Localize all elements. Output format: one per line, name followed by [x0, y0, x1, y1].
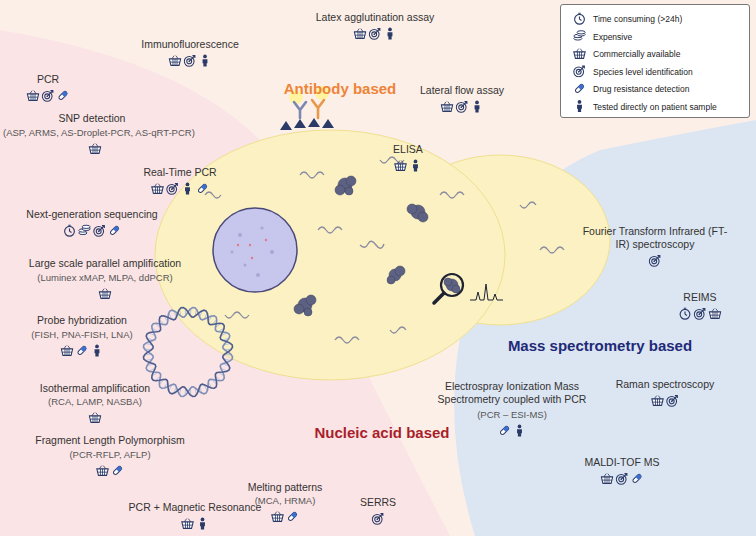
feature-icon [649, 256, 660, 267]
feature-icon [152, 184, 163, 194]
legend-text: Drug resistance detection [593, 84, 689, 94]
method-subtitle: (ASP, ARMS, AS-Droplet-PCR, AS-qRT-PCR) [3, 127, 195, 139]
method-name: Fragment Length Polymorphism [35, 434, 184, 447]
method-name: SERRS [360, 496, 396, 509]
feature-icon [456, 102, 467, 113]
feature-icon [167, 184, 178, 195]
method-subtitle: (PCR-RFLP, AFLP) [69, 449, 150, 461]
feature-icon [169, 56, 180, 66]
feature-icon [709, 309, 720, 319]
method-subtitle: (RCA, LAMP, NASBA) [48, 396, 142, 408]
feature-icon [79, 225, 90, 234]
feature-icon [77, 346, 87, 356]
legend-icon [574, 31, 585, 40]
method-subtitle: (PCR – ESI-MS) [477, 409, 547, 421]
method-name: PCR [37, 73, 59, 86]
feature-icon [413, 160, 418, 172]
feature-icon [94, 226, 105, 237]
method-name: Raman spectroscopy [616, 378, 715, 391]
method-subtitle: (Luminex xMAP, MLPA, ddPCR) [37, 272, 172, 284]
feature-icon [632, 474, 642, 484]
feature-icon [441, 102, 452, 112]
method-name: Next-generation sequencing [26, 208, 157, 221]
feature-icon [27, 91, 38, 101]
feature-icon [667, 396, 678, 407]
feature-icon [65, 225, 75, 236]
feature-icon [110, 226, 120, 236]
feature-icon [652, 396, 663, 406]
feature-icon [272, 512, 283, 522]
method-name: Electrospray Ionization Mass Spectrometr… [425, 380, 600, 406]
feature-icon [500, 426, 510, 436]
legend-text: Time consuming (>24h) [593, 14, 682, 24]
feature-icon [58, 91, 68, 101]
legend-text: Commercially available [593, 49, 680, 59]
feature-icon [680, 308, 690, 319]
method-name: Isothermal amplification [40, 382, 150, 395]
feature-icon [354, 29, 365, 39]
legend-text: Tested directly on patient sample [593, 102, 717, 112]
feature-icon [372, 514, 383, 525]
method-name: Melting patterns [248, 481, 323, 494]
feature-icon [369, 29, 380, 40]
feature-icon [517, 425, 522, 437]
feature-icon [198, 184, 208, 194]
feature-icon [203, 55, 208, 67]
feature-icon [95, 345, 100, 357]
legend-text: Expensive [593, 32, 632, 42]
feature-icon [89, 144, 100, 154]
method-subtitle: (FISH, PNA-FISH, LNA) [31, 329, 132, 341]
feature-icon [601, 474, 612, 484]
method-name: Immunofluorescence [141, 38, 238, 51]
feature-icon [694, 309, 705, 320]
legend-icon [574, 49, 585, 59]
method-name: Fourier Transform Infrared (FT-IR) spect… [580, 225, 730, 251]
feature-icon [42, 91, 53, 102]
feature-icon [616, 474, 627, 485]
legend-icon [575, 84, 585, 94]
feature-icon [182, 519, 193, 529]
legend-text: Species level identification [593, 67, 693, 77]
feature-icon [89, 413, 100, 423]
method-name: Large scale parallel amplification [29, 257, 181, 270]
feature-icon [97, 466, 108, 476]
feature-icon [388, 28, 393, 40]
method-name: Real-Time PCR [143, 166, 216, 179]
feature-icon [184, 56, 195, 67]
method-name: MALDI-TOF MS [584, 456, 659, 469]
region-heading: Antibody based [284, 80, 397, 97]
legend-box: Time consuming (>24h) ExpensiveCommercial… [560, 4, 750, 118]
method-subtitle: (MCA, HRMA) [255, 495, 316, 507]
method-name: Lateral flow assay [420, 84, 504, 97]
method-name: ELISA [393, 143, 423, 156]
feature-icon [185, 183, 190, 195]
feature-icon [288, 512, 298, 522]
feature-icon [395, 161, 406, 171]
method-name: REIMS [683, 291, 716, 304]
region-heading: Mass spectrometry based [508, 337, 692, 354]
legend-icon [577, 100, 582, 112]
feature-icon [200, 518, 205, 530]
method-name: Probe hybridization [37, 314, 127, 327]
feature-icon [475, 101, 480, 113]
method-name: Latex agglutination assay [316, 11, 435, 24]
method-name: SNP detection [59, 112, 126, 125]
legend-icon [575, 13, 585, 24]
feature-icon [61, 346, 72, 356]
legend-icon [574, 66, 585, 77]
method-name: PCR + Magnetic Resonance [129, 501, 262, 514]
feature-icon [99, 289, 110, 299]
feature-icon [113, 466, 123, 476]
region-heading: Nucleic acid based [314, 424, 449, 441]
